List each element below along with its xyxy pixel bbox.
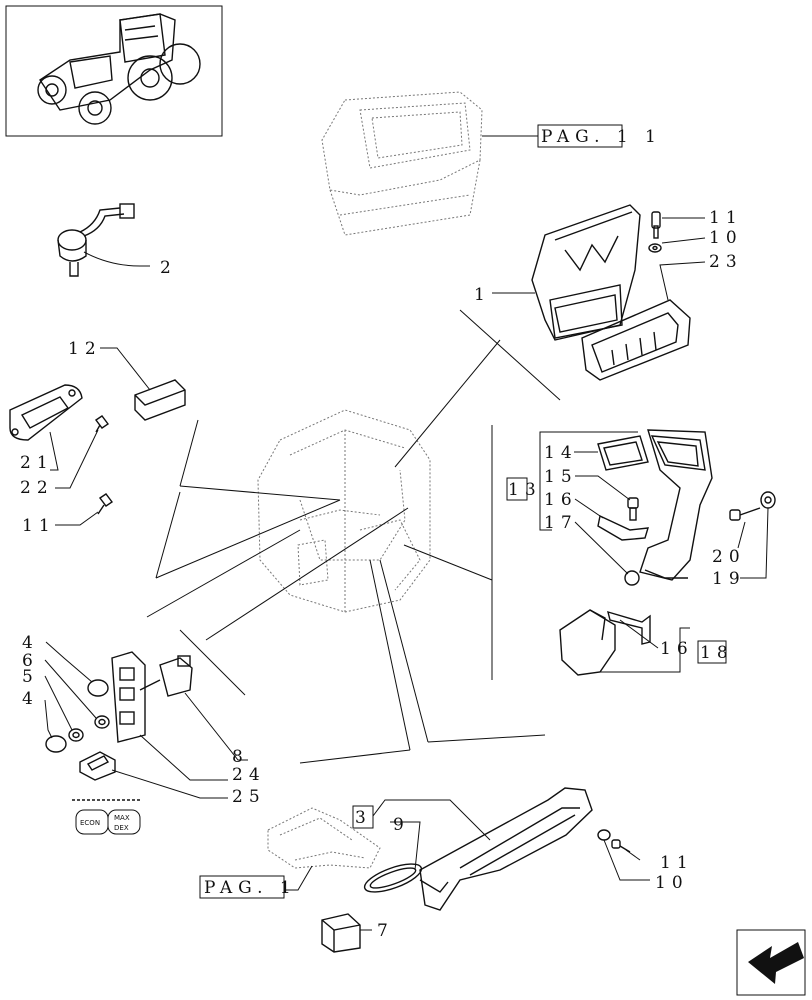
callout-17: 17	[544, 513, 578, 533]
callout-21: 21	[20, 453, 54, 473]
callout-1: 1	[474, 285, 491, 305]
bolt-11-top	[651, 211, 661, 239]
callout-11-left: 11	[22, 516, 56, 536]
callout-14: 14	[544, 443, 578, 463]
screw-22	[94, 415, 110, 433]
callout-15: 15	[544, 467, 578, 487]
callout-5: 5	[22, 667, 39, 687]
cap-4-top	[87, 679, 109, 697]
part-7-relay	[321, 913, 361, 953]
washer-10-bottom	[597, 829, 611, 841]
cab-roof-ghost	[321, 91, 483, 236]
arrow-back-icon[interactable]	[736, 929, 806, 996]
cap-17	[624, 570, 640, 586]
callout-8: 8	[232, 747, 249, 767]
washer-10-top	[648, 243, 662, 253]
cab-frame-central	[257, 409, 431, 613]
callout-1-ref: 1	[645, 127, 662, 147]
callout-3-box[interactable]: 3	[352, 805, 374, 829]
callout-4-top: 4	[22, 633, 39, 653]
callout-11-bottom: 11	[660, 853, 694, 873]
leader-lines	[146, 309, 561, 764]
callout-2: 2	[160, 258, 177, 278]
callout-10-top: 10	[709, 228, 743, 248]
part-3-lower-duct	[419, 787, 593, 911]
callout-12: 12	[68, 339, 102, 359]
callout-11-top: 11	[709, 208, 743, 228]
lower-duct-ghost	[267, 807, 381, 869]
screw-11-left	[97, 493, 114, 515]
callout-18-box[interactable]: 18	[697, 640, 734, 664]
callout-7: 7	[377, 921, 394, 941]
callout-16: 16	[544, 490, 578, 510]
tractor-thumbnail[interactable]	[5, 5, 223, 137]
pag-reference-bottom[interactable]: PAG. 1	[199, 875, 297, 899]
svg-text:PAG. 1: PAG. 1	[541, 127, 634, 147]
group-13-bracket	[539, 431, 638, 531]
callout-10-bottom: 10	[655, 873, 689, 893]
bolt-11-bottom	[611, 839, 631, 853]
part-14-gasket	[597, 435, 649, 471]
svg-text:DEX: DEX	[114, 824, 129, 832]
pag-reference-top[interactable]: PAG. 1	[537, 124, 634, 148]
callout-25: 25	[232, 787, 266, 807]
svg-text:13: 13	[508, 480, 542, 500]
switch-8	[139, 655, 193, 697]
part-right-duct	[639, 429, 713, 581]
screw-15	[627, 497, 639, 521]
callout-22: 22	[20, 478, 54, 498]
svg-text:18: 18	[700, 643, 734, 663]
part-9-gasket	[363, 863, 423, 893]
part-2-sensor	[57, 203, 135, 277]
ring-5	[68, 728, 84, 742]
econ-maxdex-switch-symbol: ECON MAX DEX	[72, 799, 141, 835]
ring-6	[94, 715, 110, 729]
callout-20: 20	[712, 547, 746, 567]
bracket-16	[597, 514, 649, 541]
switch-panel-24	[111, 651, 146, 743]
bracket-16-lower	[607, 610, 651, 645]
callout-4-bottom: 4	[22, 689, 39, 709]
callout-6: 6	[22, 651, 39, 671]
callout-19: 19	[712, 569, 746, 589]
svg-text:ECON: ECON	[80, 819, 100, 827]
callout-13-box[interactable]: 13	[506, 477, 542, 501]
rocker-switch-25	[79, 751, 116, 781]
svg-text:MAX: MAX	[114, 814, 130, 822]
bolt-20	[729, 507, 761, 521]
part-18-duct	[559, 609, 616, 676]
callout-9: 9	[393, 815, 410, 835]
cap-4-bottom	[45, 735, 67, 753]
svg-text:3: 3	[355, 808, 372, 828]
washer-19	[760, 491, 776, 509]
part-12-pad	[134, 379, 186, 421]
callout-24: 24	[232, 765, 266, 785]
part-23-grille	[581, 299, 691, 381]
part-21-frame	[9, 384, 83, 441]
part-1-upper-duct	[531, 204, 641, 341]
callout-23: 23	[709, 252, 743, 272]
svg-text:PAG. 1: PAG. 1	[204, 878, 297, 898]
callout-16-lower: 16	[660, 639, 694, 659]
